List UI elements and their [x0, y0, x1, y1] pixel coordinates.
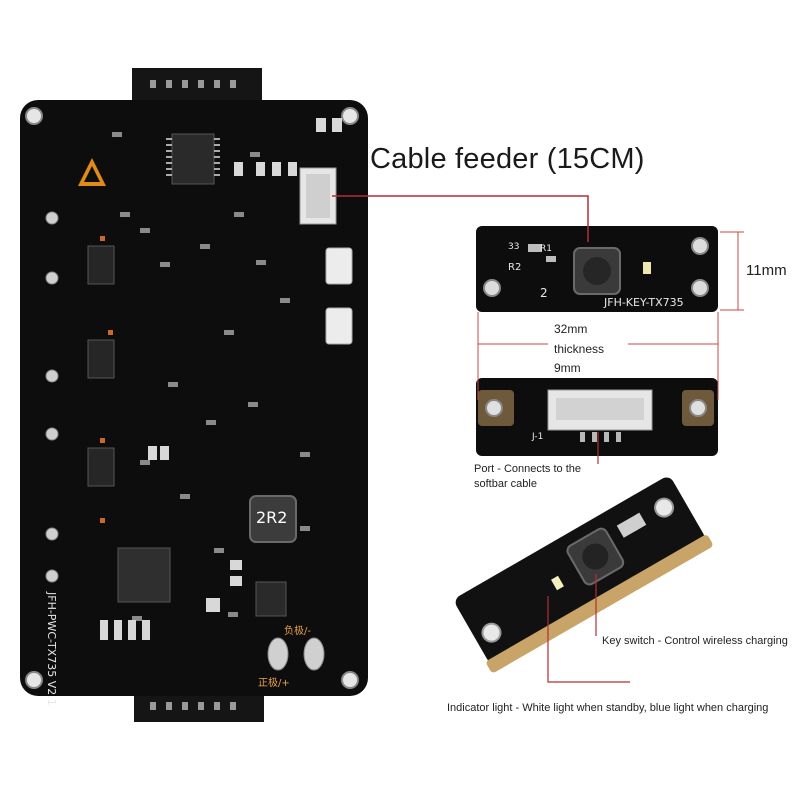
port-label-line2: softbar cable: [474, 478, 537, 490]
left-pads: [45, 211, 59, 583]
jst-connector: [325, 247, 353, 285]
key-r1-label: R1: [540, 244, 552, 254]
positive-pad: [303, 637, 325, 671]
key-board-back: [476, 378, 718, 456]
height-dimension-label: 11mm: [746, 262, 787, 279]
key-board-angled: [455, 477, 713, 673]
thickness-label: thickness: [554, 342, 605, 356]
main-board-model-silkscreen: JFH-PWC-TX735 V2.1: [45, 592, 58, 706]
jst-connector: [325, 307, 353, 345]
indicator-light-label: Indicator light - White light when stand…: [447, 702, 769, 714]
key-board-model-silkscreen: JFH-KEY-TX735: [604, 296, 684, 309]
length-dimension-label: 32mm: [554, 322, 588, 336]
main-ic: [171, 133, 215, 185]
inductor-2r2: [249, 495, 297, 543]
power-ic: [117, 547, 171, 603]
negative-label: 负极/-: [284, 626, 311, 637]
main-pcb-board: [20, 68, 368, 722]
mount-hole: [341, 671, 359, 689]
callout-lines: [332, 195, 744, 683]
inductor-label: 2R2: [256, 508, 288, 527]
negative-pad: [267, 637, 289, 671]
positive-label: 正极/+: [258, 678, 290, 689]
port-label-line1: Port - Connects to the: [474, 463, 581, 475]
mount-hole: [25, 671, 43, 689]
thickness-value: 9mm: [554, 361, 581, 375]
mount-hole: [25, 107, 43, 125]
mount-hole: [341, 107, 359, 125]
angled-indicator-led: [551, 575, 564, 591]
key-r2-label: R2: [508, 262, 522, 273]
indicator-led: [643, 262, 651, 274]
key-board-front: [476, 226, 718, 312]
key-j1-label: J-1: [532, 432, 544, 442]
key-2-label: 2: [540, 286, 548, 300]
cable-feeder-label: Cable feeder (15CM): [370, 143, 645, 175]
key-r3-label: 33: [508, 242, 520, 252]
key-switch-label: Key switch - Control wireless charging: [602, 635, 788, 647]
